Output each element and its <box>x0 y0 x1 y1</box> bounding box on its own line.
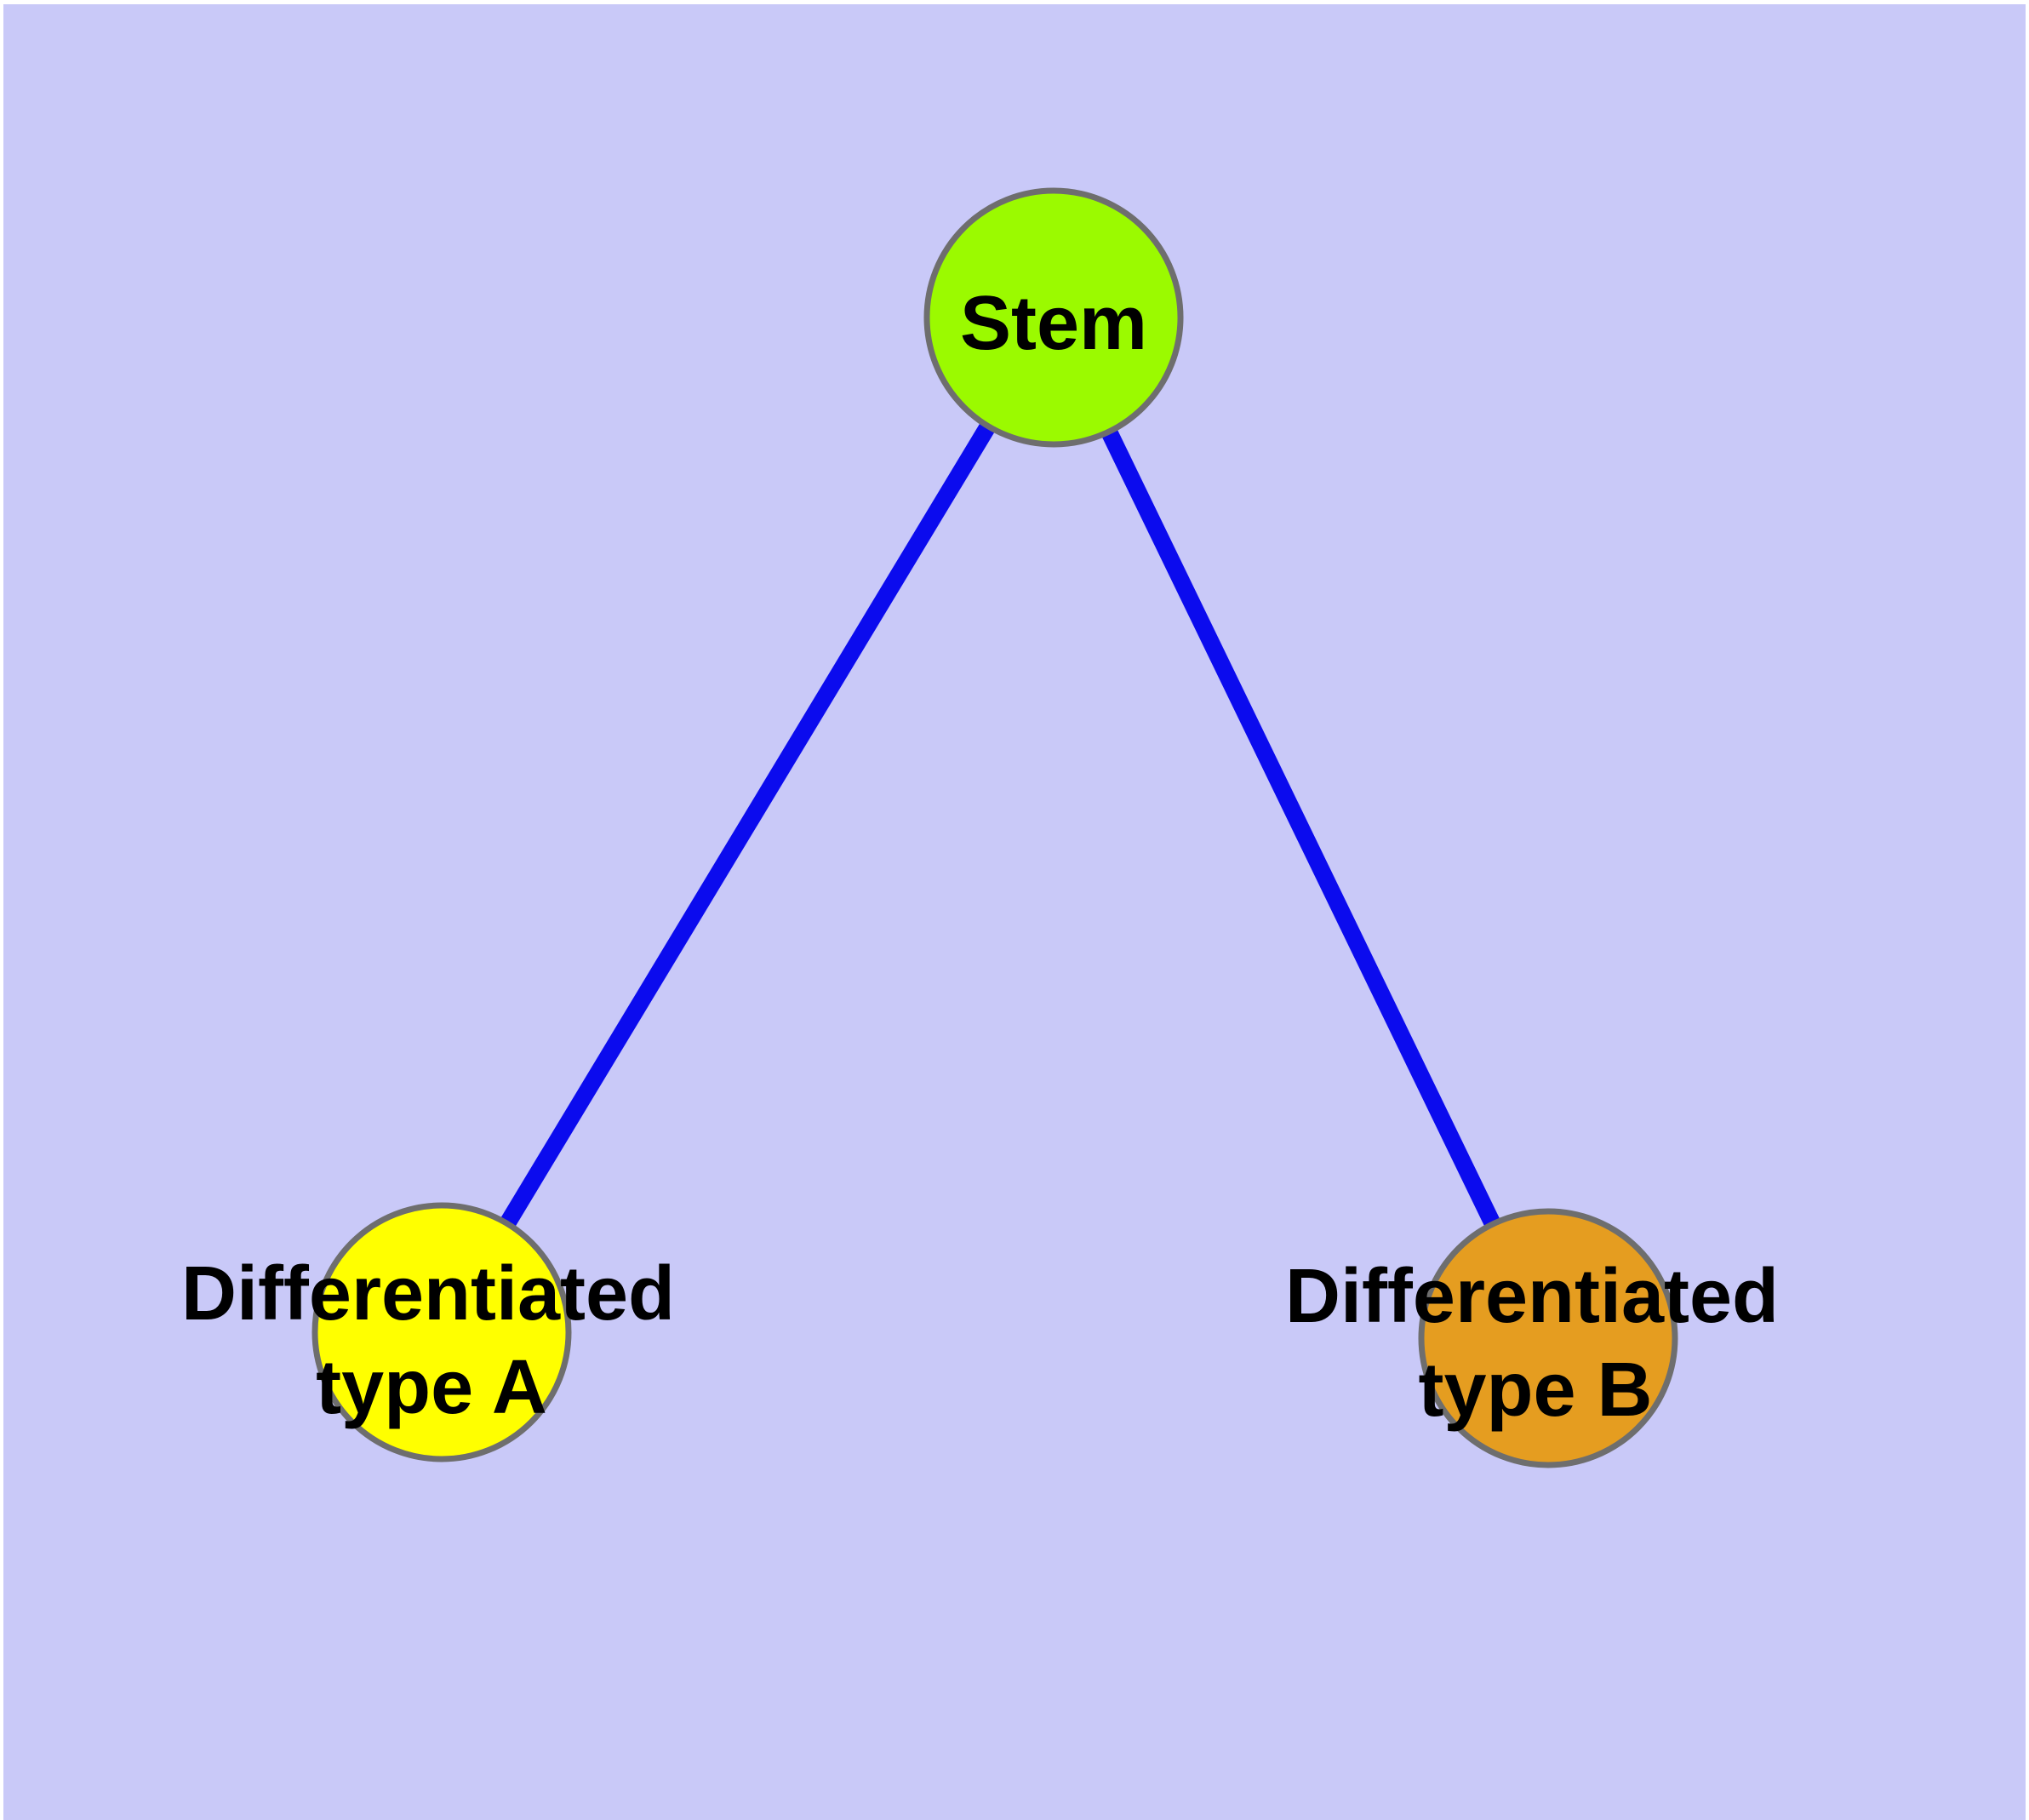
node-stem <box>923 187 1184 448</box>
node-type-b-label-line1: Differentiated <box>1285 1254 1779 1339</box>
node-type-b-label-line2: type B <box>1418 1348 1652 1433</box>
node-differentiated-type-a <box>311 1202 572 1462</box>
node-stem-label: Stem <box>960 281 1147 366</box>
edge-stem-to-type-b <box>1046 313 1556 1342</box>
node-differentiated-type-b <box>1418 1208 1678 1468</box>
node-type-a-label-line1: Differentiated <box>181 1251 675 1336</box>
edge-stem-to-type-a <box>434 312 1061 1337</box>
node-type-a-label-line2: type A <box>316 1345 547 1430</box>
